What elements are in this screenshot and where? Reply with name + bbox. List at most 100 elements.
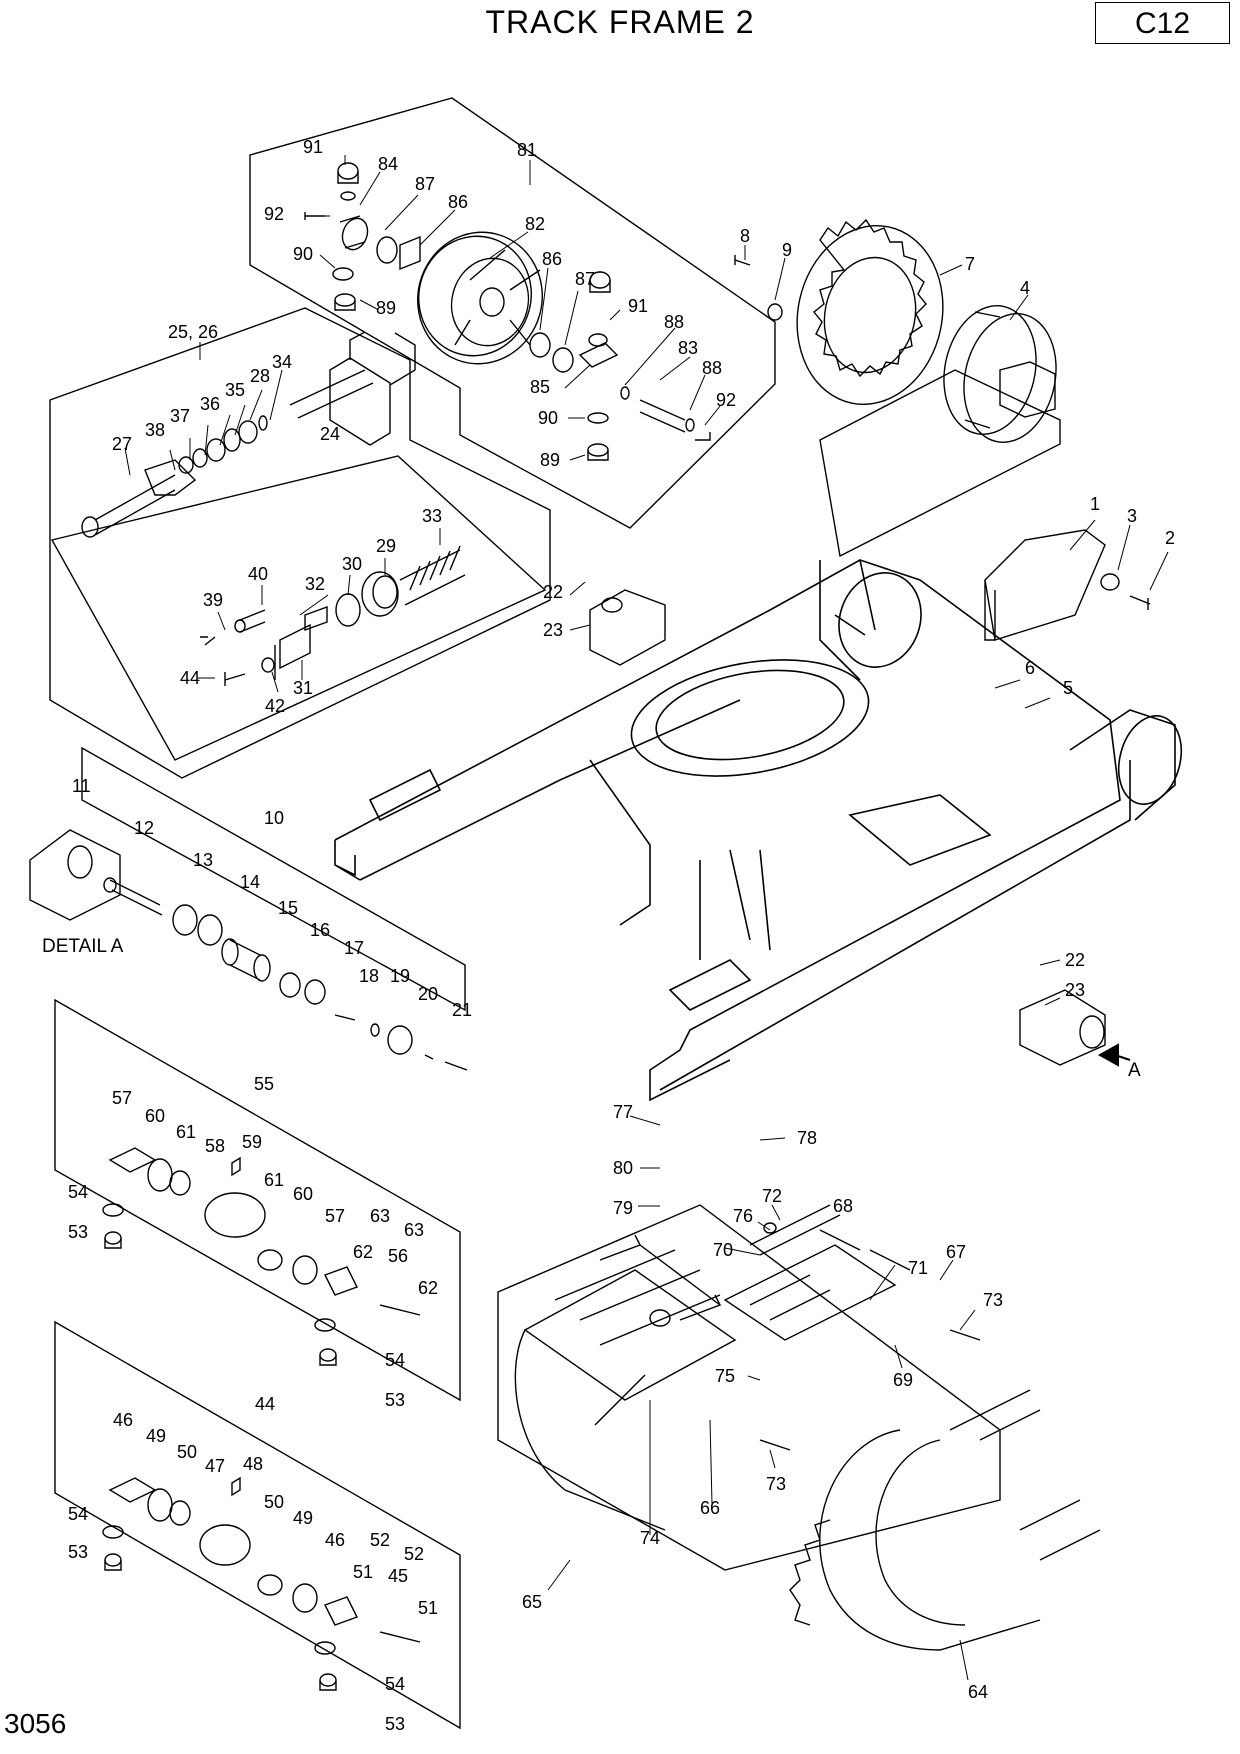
callout-36: 36	[200, 394, 220, 414]
callout-23: 23	[543, 620, 563, 640]
callout-51: 51	[353, 1562, 373, 1582]
callout-50b: 50	[264, 1492, 284, 1512]
callout-29: 29	[376, 536, 396, 556]
callout-15: 15	[278, 898, 298, 918]
callout-68: 68	[833, 1196, 853, 1216]
callout-13: 13	[193, 850, 213, 870]
callout-72: 72	[762, 1186, 782, 1206]
callout-53d: 53	[385, 1714, 405, 1734]
callout-88: 88	[664, 312, 684, 332]
callout-38: 38	[145, 420, 165, 440]
callout-28: 28	[250, 366, 270, 386]
callout-6: 6	[1025, 658, 1035, 678]
callout-80: 80	[613, 1158, 633, 1178]
callout-33: 33	[422, 506, 442, 526]
section-code: C12	[1095, 2, 1230, 44]
tension-cylinder	[81, 331, 416, 538]
callout-52: 52	[370, 1530, 390, 1550]
callout-92b: 92	[716, 390, 736, 410]
callout-34: 34	[272, 352, 292, 372]
callout-10: 10	[264, 808, 284, 828]
callout-54b: 54	[385, 1350, 405, 1370]
callout-49b: 49	[293, 1508, 313, 1528]
callout-90b: 90	[538, 408, 558, 428]
callout-63: 63	[370, 1206, 390, 1226]
callout-84: 84	[378, 154, 398, 174]
adjuster-parts	[200, 545, 466, 686]
callout-48: 48	[243, 1454, 263, 1474]
callout-85: 85	[530, 377, 550, 397]
callout-89b: 89	[540, 450, 560, 470]
callout-53b: 53	[385, 1390, 405, 1410]
callout-83: 83	[678, 338, 698, 358]
callout-75: 75	[715, 1366, 735, 1386]
callout-35: 35	[225, 380, 245, 400]
callout-64: 64	[968, 1682, 988, 1702]
callout-79: 79	[613, 1198, 633, 1218]
steel-track	[514, 1204, 981, 1531]
callout-86b: 86	[542, 249, 562, 269]
callout-70: 70	[713, 1240, 733, 1260]
callout-37: 37	[170, 406, 190, 426]
callout-73b: 73	[766, 1474, 786, 1494]
lower-roller-parts-1	[102, 1147, 421, 1366]
callout-77: 77	[613, 1102, 633, 1122]
arrow-a-label: A	[1128, 1060, 1141, 1081]
callout-54d: 54	[385, 1674, 405, 1694]
callout-58: 58	[205, 1136, 225, 1156]
callout-22b: 22	[1065, 950, 1085, 970]
callout-27: 27	[112, 434, 132, 454]
callout-45: 45	[388, 1566, 408, 1586]
callout-78: 78	[797, 1128, 817, 1148]
lower-roller-box-1	[54, 998, 461, 1402]
callout-57: 57	[112, 1088, 132, 1108]
callout-44: 44	[180, 668, 200, 688]
callout-60: 60	[145, 1106, 165, 1126]
callout-53: 53	[68, 1222, 88, 1242]
callout-52b: 52	[404, 1544, 424, 1564]
callout-90: 90	[293, 244, 313, 264]
rubber-track	[789, 1389, 1101, 1651]
track-link-box	[497, 1204, 1001, 1571]
callout-87: 87	[415, 174, 435, 194]
callout-74: 74	[640, 1528, 660, 1548]
callout-51b: 51	[418, 1598, 438, 1618]
callout-25-26: 25, 26	[168, 322, 218, 342]
callout-3: 3	[1127, 506, 1137, 526]
callout-8: 8	[740, 226, 750, 246]
callout-14: 14	[240, 872, 260, 892]
callout-56: 56	[388, 1246, 408, 1266]
page-title: TRACK FRAME 2	[485, 4, 755, 40]
callout-24: 24	[320, 424, 340, 444]
callout-91b: 91	[628, 296, 648, 316]
callout-21: 21	[452, 1000, 472, 1020]
callout-91: 91	[303, 137, 323, 157]
detail-arrow	[1097, 1043, 1131, 1067]
callout-73: 73	[983, 1290, 1003, 1310]
track-frame	[334, 559, 1183, 1102]
callout-69: 69	[893, 1370, 913, 1390]
callout-53c: 53	[68, 1542, 88, 1562]
callout-50: 50	[177, 1442, 197, 1462]
callout-55: 55	[254, 1074, 274, 1094]
callout-11: 11	[72, 776, 91, 796]
callout-62: 62	[353, 1242, 373, 1262]
detail-a-label: DETAIL A	[42, 936, 124, 957]
tension-cylinder-group-box	[49, 307, 551, 779]
callout-46b: 46	[325, 1530, 345, 1550]
callout-17: 17	[344, 938, 364, 958]
callout-1: 1	[1090, 494, 1100, 514]
callout-16: 16	[310, 920, 330, 940]
callout-63b: 63	[404, 1220, 424, 1240]
callout-40: 40	[248, 564, 268, 584]
callout-12: 12	[134, 818, 154, 838]
mount-blocks	[29, 589, 1106, 1066]
callout-61b: 61	[264, 1170, 284, 1190]
callout-62b: 62	[418, 1278, 438, 1298]
callout-18: 18	[359, 966, 379, 986]
callout-57b: 57	[325, 1206, 345, 1226]
callout-47: 47	[205, 1456, 225, 1476]
callout-9: 9	[782, 240, 792, 260]
callout-59: 59	[242, 1132, 262, 1152]
sprocket	[796, 218, 944, 405]
